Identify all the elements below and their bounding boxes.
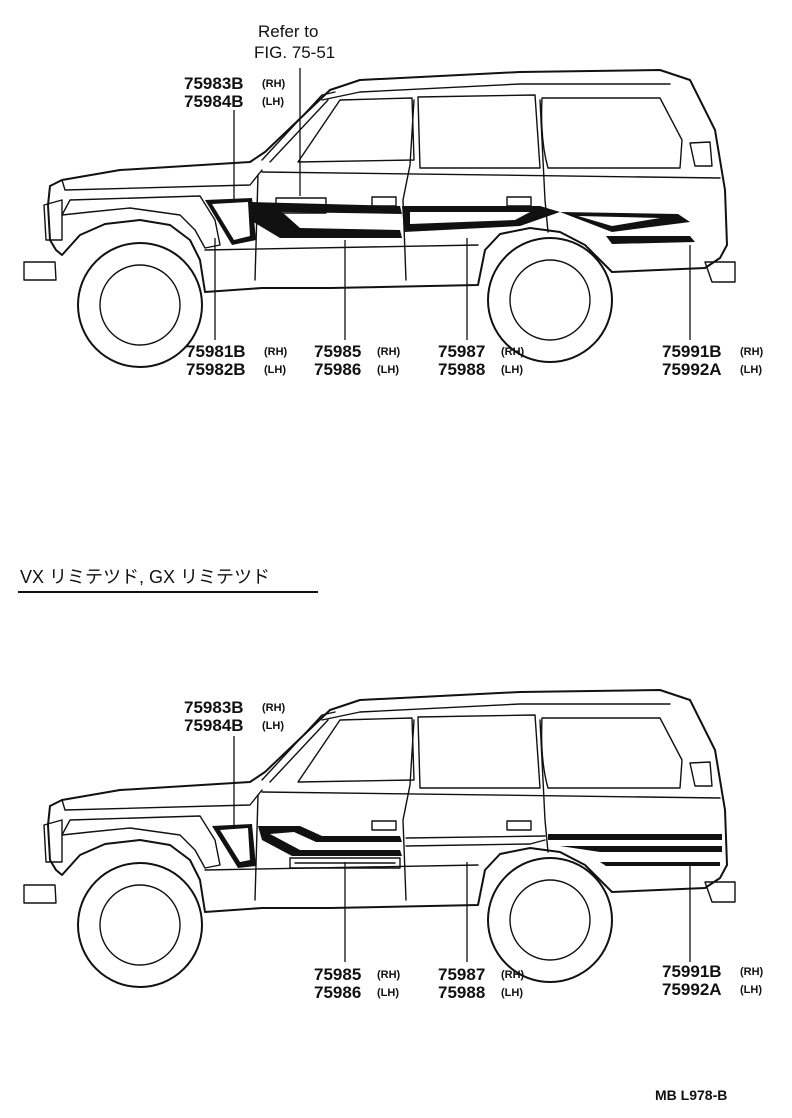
side-indicator: (LH) [501,364,523,376]
part-number: 75984B [184,92,244,111]
section-header: VX リミテツド, GX リミテツド [18,567,318,593]
part-number: 75988 [438,983,485,1002]
refer-note-line-2: FIG. 75-51 [254,43,335,62]
part-number: 75986 [314,360,361,379]
part-number: 75987 [438,965,485,984]
lower-vehicle-drawing [23,689,736,988]
upper-labels: Refer to FIG. 75-51 75983B (RH) 75984B (… [184,22,764,379]
part-number: 75991B [662,962,722,981]
part-number: 75983B [184,698,244,717]
part-number: 75992A [662,980,722,999]
part-number: 75986 [314,983,361,1002]
part-number: 75987 [438,342,485,361]
side-indicator: (RH) [501,346,525,358]
side-indicator: (LH) [262,720,284,732]
part-number: 75983B [184,74,244,93]
upper-leader-lines [214,68,691,340]
side-indicator: (RH) [740,966,764,978]
side-indicator: (RH) [262,78,286,90]
part-number: 75991B [662,342,722,361]
part-number: 75982B [186,360,246,379]
section-header-text: VX リミテツド, GX リミテツド [20,567,270,587]
part-number: 75988 [438,360,485,379]
part-number: 75984B [184,716,244,735]
part-number: 75985 [314,342,361,361]
side-indicator: (RH) [377,346,401,358]
lower-leader-lines [233,736,691,962]
part-number: 75981B [186,342,246,361]
side-indicator: (RH) [262,702,286,714]
drawing-code: MB L978-B [655,1087,727,1103]
refer-note-line-1: Refer to [258,22,318,41]
side-indicator: (LH) [377,987,399,999]
side-indicator: (LH) [501,987,523,999]
side-indicator: (LH) [740,984,762,996]
side-indicator: (LH) [740,364,762,376]
side-indicator: (LH) [377,364,399,376]
side-indicator: (RH) [501,969,525,981]
part-number: 75985 [314,965,361,984]
part-number: 75992A [662,360,722,379]
side-indicator: (RH) [264,346,288,358]
upper-vehicle-drawing [23,69,736,368]
lower-labels: 75983B (RH) 75984B (LH) 75985 (RH) 75986… [184,698,764,1002]
side-indicator: (LH) [264,364,286,376]
side-indicator: (RH) [377,969,401,981]
side-indicator: (LH) [262,96,284,108]
side-indicator: (RH) [740,346,764,358]
